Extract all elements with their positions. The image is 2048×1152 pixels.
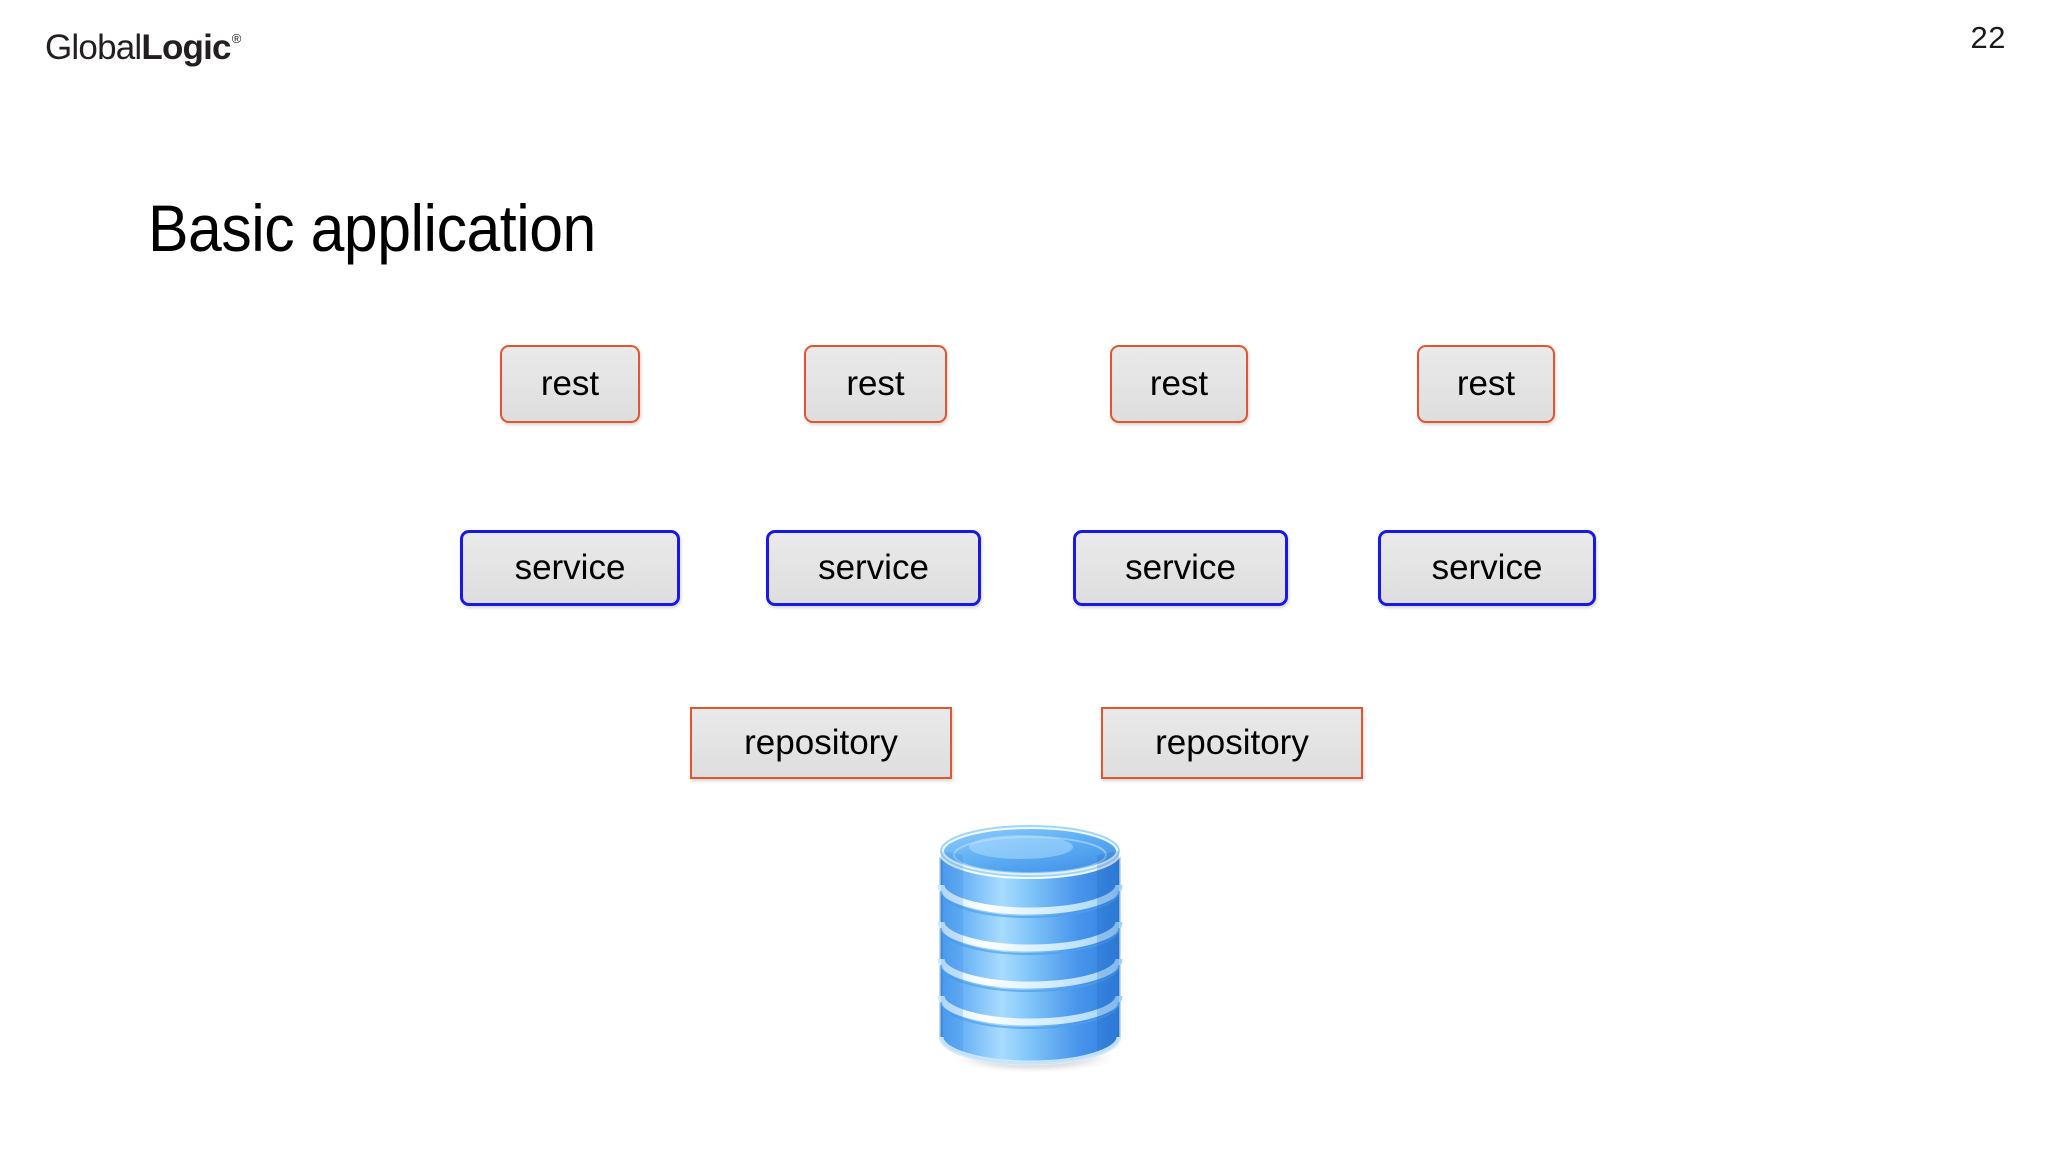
rest-node-3[interactable]: rest — [1110, 345, 1248, 423]
rest-node-1[interactable]: rest — [500, 345, 640, 423]
service-node-3[interactable]: service — [1073, 530, 1288, 606]
service-node-2[interactable]: service — [766, 530, 981, 606]
page-number: 22 — [1970, 20, 2006, 55]
database-icon — [933, 823, 1127, 1075]
registered-trademark-icon: ® — [231, 31, 242, 46]
repository-node-1[interactable]: repository — [690, 707, 952, 779]
service-node-1[interactable]: service — [460, 530, 680, 606]
service-node-4[interactable]: service — [1378, 530, 1596, 606]
repository-node-2[interactable]: repository — [1101, 707, 1363, 779]
logo-text-global: Global — [45, 28, 142, 67]
rest-node-4[interactable]: rest — [1417, 345, 1555, 423]
rest-node-2[interactable]: rest — [804, 345, 947, 423]
logo-text-logic: Logic — [141, 28, 231, 67]
page-title: Basic application — [148, 191, 596, 266]
